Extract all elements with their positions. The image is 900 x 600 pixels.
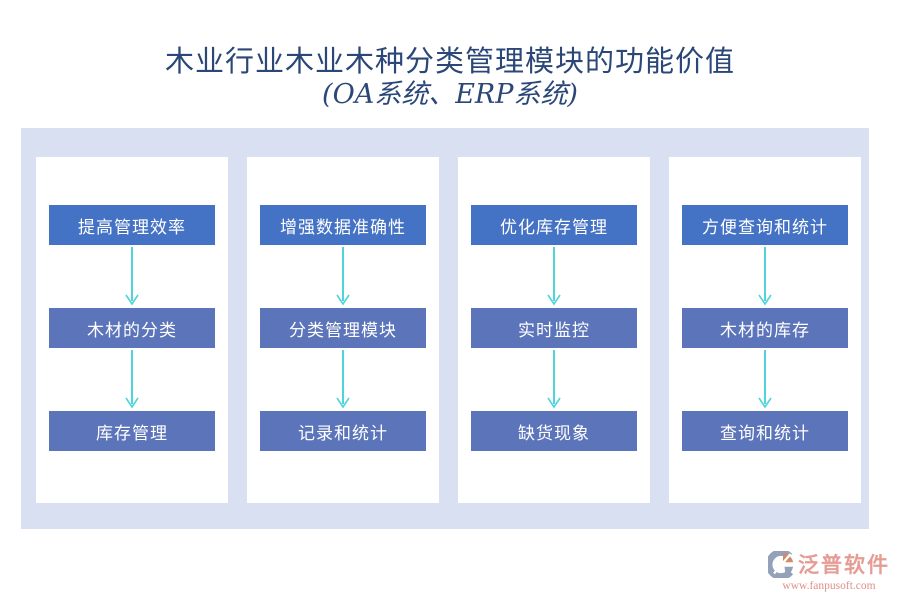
flow-column-4: 方便查询和统计 木材的库存 查询和统计	[669, 157, 861, 503]
flow-step-box: 分类管理模块	[260, 308, 426, 348]
arrow-down-icon	[756, 245, 774, 308]
flow-column-2: 增强数据准确性 分类管理模块 记录和统计	[247, 157, 439, 503]
arrow-down-icon	[756, 348, 774, 411]
brand-name: 泛普软件	[798, 552, 890, 577]
flow-step-box: 方便查询和统计	[682, 205, 848, 245]
flow-step-box: 木材的库存	[682, 308, 848, 348]
flow-step-box: 缺货现象	[471, 411, 637, 451]
flow-step-box: 记录和统计	[260, 411, 426, 451]
flow-step-box: 提高管理效率	[49, 205, 215, 245]
arrow-down-icon	[123, 348, 141, 411]
page-title: 木业行业木业木种分类管理模块的功能价值	[164, 44, 735, 78]
diagram-panel: 提高管理效率 木材的分类 库存管理 增强数据准确性 分类管理模块 记录和统计 优…	[21, 128, 869, 529]
arrow-down-icon	[545, 348, 563, 411]
arrow-down-icon	[545, 245, 563, 308]
page-subtitle: (OA系统、ERP系统)	[322, 79, 578, 110]
arrow-down-icon	[123, 245, 141, 308]
page-header: 木业行业木业木种分类管理模块的功能价值 (OA系统、ERP系统)	[0, 44, 900, 112]
flow-step-box: 实时监控	[471, 308, 637, 348]
flow-step-box: 优化库存管理	[471, 205, 637, 245]
flow-step-box: 库存管理	[49, 411, 215, 451]
flow-step-box: 查询和统计	[682, 411, 848, 451]
arrow-down-icon	[334, 245, 352, 308]
arrow-down-icon	[334, 348, 352, 411]
flow-column-3: 优化库存管理 实时监控 缺货现象	[458, 157, 650, 503]
flow-step-box: 增强数据准确性	[260, 205, 426, 245]
brand-logo: 泛普软件 www.fanpusoft.com	[768, 549, 890, 592]
flow-column-1: 提高管理效率 木材的分类 库存管理	[36, 157, 228, 503]
flow-step-box: 木材的分类	[49, 308, 215, 348]
fanpu-logo-icon	[768, 550, 794, 578]
brand-url: www.fanpusoft.com	[782, 580, 876, 592]
